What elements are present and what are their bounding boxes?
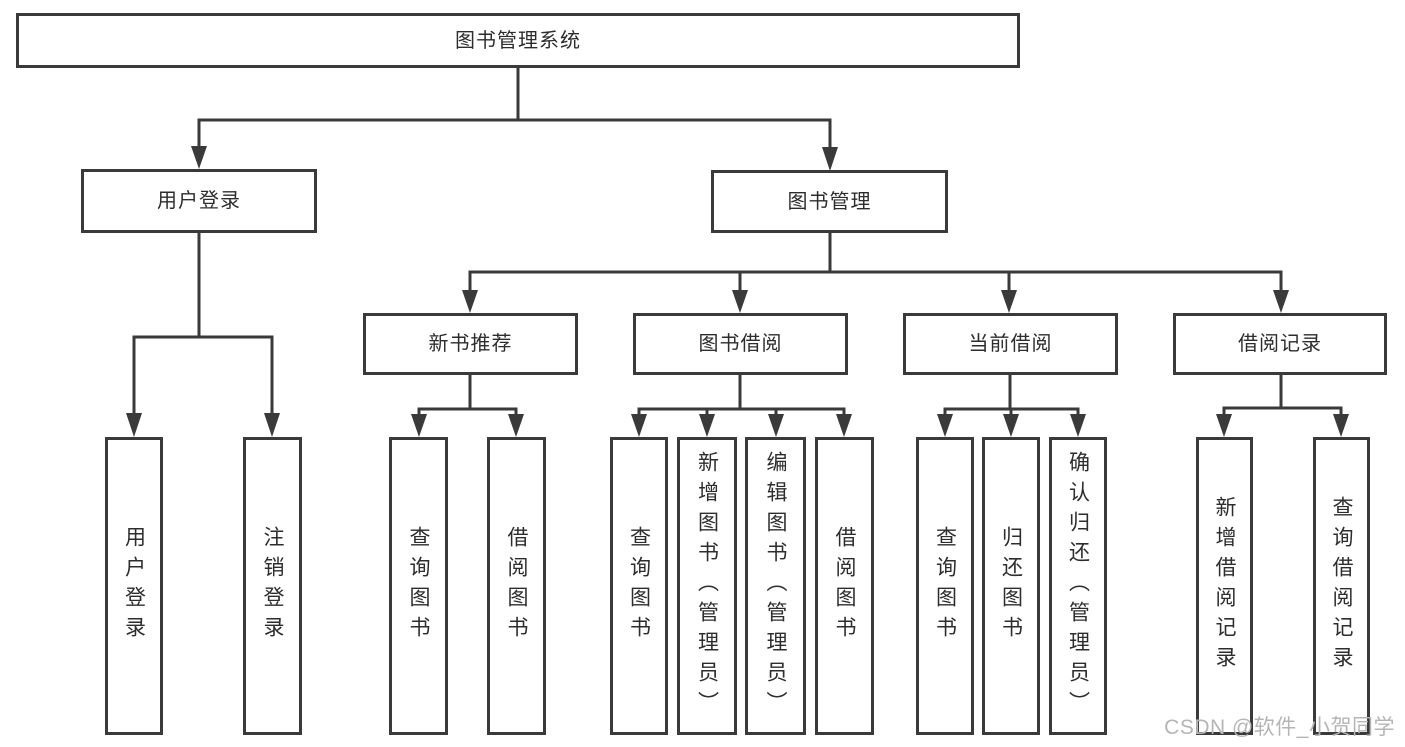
node-label: 新书推荐	[428, 333, 513, 355]
node-label: 查询图书	[933, 526, 957, 646]
leaf-confirm-return-admin: 确认归还（管理员）	[1049, 437, 1107, 735]
node-label: 确认归还（管理员）	[1066, 451, 1090, 721]
node-label: 当前借阅	[968, 333, 1053, 355]
arrowheads-current-borrowing-branch	[937, 414, 1086, 437]
node-label: 新增图书（管理员）	[695, 451, 719, 721]
node-label: 查询图书	[627, 526, 651, 646]
node-label: 图书管理系统	[455, 29, 581, 52]
node-label: 用户登录	[122, 526, 146, 646]
node-label: 新增借阅记录	[1213, 496, 1236, 676]
node-book-borrowing: 图书借阅	[633, 313, 848, 375]
leaf-edit-book-admin: 编辑图书（管理员）	[745, 437, 806, 735]
arrowheads-user-login-branch	[126, 413, 280, 437]
leaf-query-borrow-record: 查询借阅记录	[1313, 437, 1370, 735]
leaf-query-books-current: 查询图书	[916, 437, 974, 735]
node-library-management-system: 图书管理系统	[16, 13, 1020, 68]
connector-book-management-branch	[468, 233, 1283, 295]
node-label: 图书借阅	[698, 333, 783, 355]
connector-user-login-branch	[132, 233, 274, 420]
leaf-add-borrow-record: 新增借阅记录	[1196, 437, 1253, 735]
leaf-borrow-books-borrowing: 借阅图书	[815, 437, 874, 735]
node-label: 借阅记录	[1238, 333, 1322, 355]
arrowheads-level2	[191, 146, 838, 171]
leaf-user-login: 用户登录	[105, 437, 163, 735]
arrowheads-level3	[462, 290, 1289, 313]
connector-new-book-branch	[417, 375, 518, 420]
node-borrowing-records: 借阅记录	[1173, 313, 1387, 375]
connector-root-to-level2	[197, 68, 832, 150]
arrowheads-new-book-branch	[411, 414, 524, 437]
node-label: 编辑图书（管理员）	[764, 451, 787, 721]
node-label: 注销登录	[261, 526, 284, 646]
arrowheads-book-borrowing-branch	[631, 414, 852, 437]
node-label: 图书管理	[787, 190, 872, 213]
node-book-management: 图书管理	[711, 170, 948, 233]
node-user-login: 用户登录	[81, 169, 317, 233]
leaf-query-books-borrowing: 查询图书	[610, 437, 668, 735]
connector-book-borrowing-branch	[637, 375, 846, 420]
leaf-borrow-books-recommend: 借阅图书	[487, 437, 546, 735]
leaf-add-book-admin: 新增图书（管理员）	[677, 437, 737, 735]
leaf-return-books: 归还图书	[982, 437, 1040, 735]
node-label: 借阅图书	[505, 526, 528, 646]
watermark: CSDN @软件_小贺同学	[1164, 716, 1395, 739]
node-current-borrowing: 当前借阅	[903, 313, 1118, 375]
node-new-book-recommendation: 新书推荐	[363, 313, 578, 375]
leaf-logout: 注销登录	[243, 437, 302, 735]
node-label: 归还图书	[999, 526, 1023, 646]
node-label: 查询图书	[407, 526, 430, 646]
leaf-query-books-recommend: 查询图书	[389, 437, 448, 735]
node-label: 查询借阅记录	[1330, 496, 1353, 676]
connector-current-borrowing-branch	[943, 375, 1080, 420]
node-label: 用户登录	[157, 190, 241, 212]
node-label: 借阅图书	[833, 526, 856, 646]
arrowheads-borrowing-records-branch	[1216, 414, 1349, 437]
connector-borrowing-records-branch	[1222, 375, 1343, 420]
